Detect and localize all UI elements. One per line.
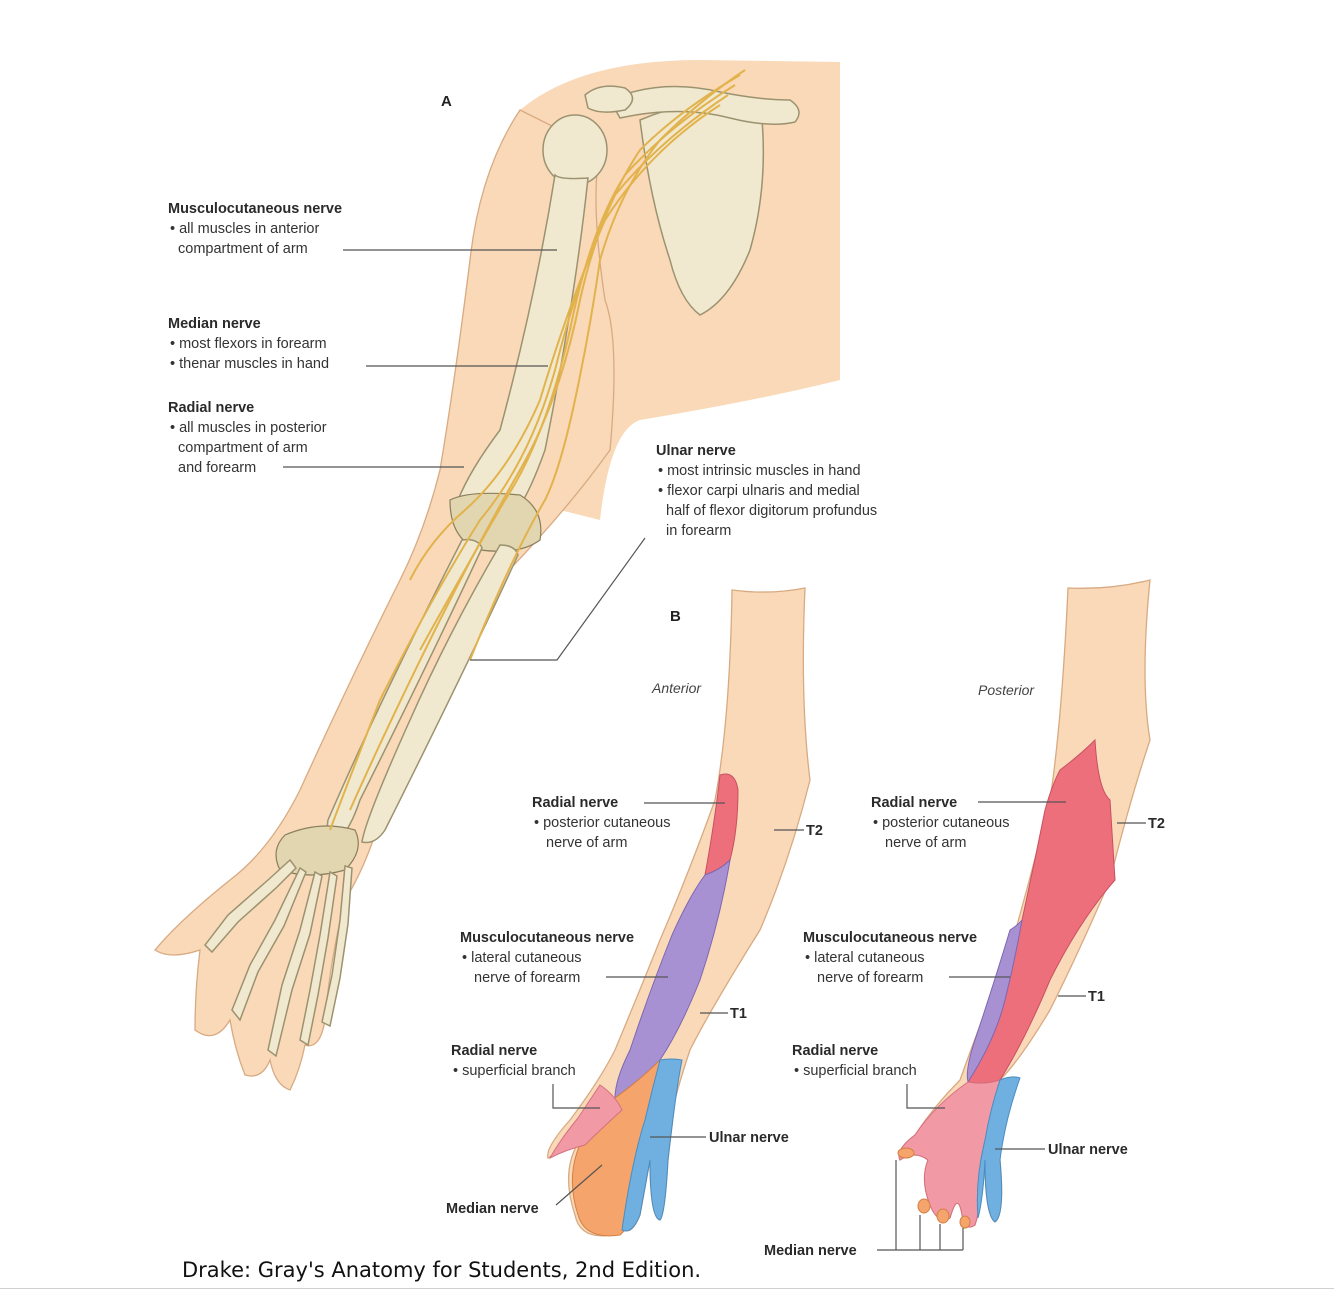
panel-a-letter: A [441,93,452,110]
post-musculocutaneous-bullet-2: nerve of forearm [817,970,923,986]
post-musculocutaneous-title: Musculocutaneous nerve [803,930,977,946]
radial-bullet-3: and forearm [178,460,256,476]
post-radial-bullet-1: • posterior cutaneous [873,815,1009,831]
post-median-label: Median nerve [764,1243,857,1259]
ant-radial-superficial-bullet: • superficial branch [453,1063,576,1079]
musculocutaneous-bullet-1: • all muscles in anterior [170,221,319,237]
median-title: Median nerve [168,316,261,332]
ant-t2-label: T2 [806,823,823,839]
ulnar-bullet-2: • flexor carpi ulnaris and medial [658,483,860,499]
post-median-leaders [877,1160,964,1251]
anterior-ulnar-zone [621,1058,683,1232]
ulnar-bullet-1: • most intrinsic muscles in hand [658,463,861,479]
post-radial-bullet-2: nerve of arm [885,835,966,851]
posterior-musculocutaneous-zone [966,919,1023,1084]
post-ulnar-label: Ulnar nerve [1048,1142,1128,1158]
post-musculocutaneous-bullet-1: • lateral cutaneous [805,950,925,966]
post-radial-superficial-bullet: • superficial branch [794,1063,917,1079]
median-bullet-1: • most flexors in forearm [170,336,327,352]
panel-b-letter: B [670,608,681,625]
musculocutaneous-bullet-2: compartment of arm [178,241,308,257]
ant-musculocutaneous-bullet-2: nerve of forearm [474,970,580,986]
ant-musculocutaneous-title: Musculocutaneous nerve [460,930,634,946]
radial-bullet-1: • all muscles in posterior [170,420,327,436]
anterior-limb [547,587,811,1237]
acromion [584,85,634,113]
post-radial-superficial-leader [906,1084,945,1109]
ulnar-leader [470,537,646,661]
nerves-arm [329,69,746,831]
ant-radial-title: Radial nerve [532,795,618,811]
ant-radial-superficial-leader [552,1084,600,1109]
median-bullet-2: • thenar muscles in hand [170,356,329,372]
ulnar-title: Ulnar nerve [656,443,736,459]
anterior-view-label: Anterior [651,680,702,696]
humeral-head [542,114,608,186]
posterior-view-label: Posterior [978,682,1035,698]
figure-caption: Drake: Gray's Anatomy for Students, 2nd … [182,1258,702,1282]
ulnar-bullet-4: in forearm [666,523,731,539]
hand-bones [204,858,353,1058]
ulna [361,544,519,844]
ant-radial-bullet-2: nerve of arm [546,835,627,851]
post-t1-label: T1 [1088,989,1105,1005]
anterior-radial-superficial-zone [548,1084,623,1160]
ulnar-bullet-3: half of flexor digitorum profundus [666,503,877,519]
ant-median-leader [555,1164,603,1206]
ant-median-label: Median nerve [446,1201,539,1217]
post-t2-label: T2 [1148,816,1165,832]
posterior-limb [897,579,1151,1229]
radial-title: Radial nerve [168,400,254,416]
posterior-median-fingertips [897,1147,971,1229]
ant-musculocutaneous-bullet-1: • lateral cutaneous [462,950,582,966]
ant-radial-superficial-title: Radial nerve [451,1043,537,1059]
bottom-divider [0,1288,1334,1289]
post-radial-title: Radial nerve [871,795,957,811]
post-radial-superficial-title: Radial nerve [792,1043,878,1059]
musculocutaneous-title: Musculocutaneous nerve [168,201,342,217]
ant-radial-bullet-1: • posterior cutaneous [534,815,670,831]
panel-a-illustration [154,60,840,1091]
ant-ulnar-label: Ulnar nerve [709,1130,789,1146]
ant-t1-label: T1 [730,1006,747,1022]
radial-bullet-2: compartment of arm [178,440,308,456]
